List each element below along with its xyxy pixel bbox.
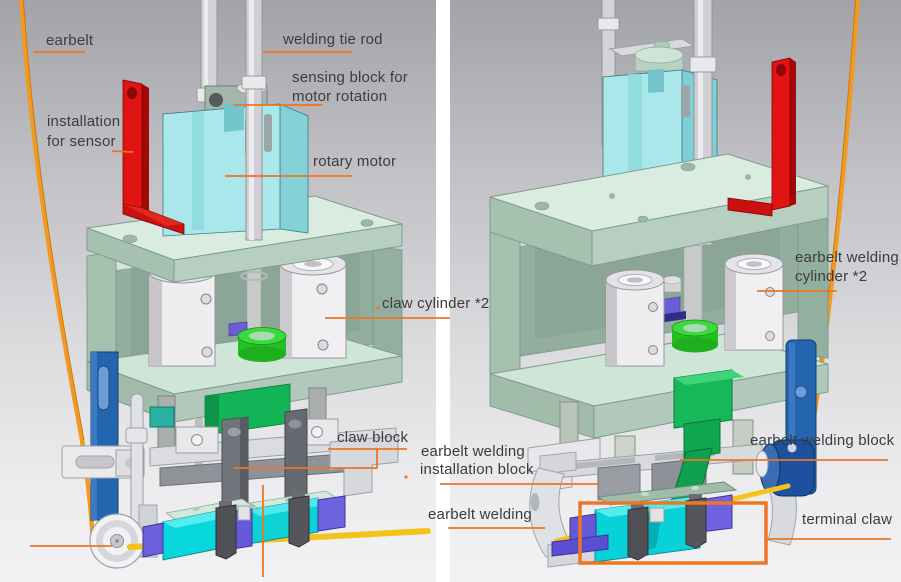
center-shaft [658, 225, 703, 337]
label-terminal-claw: terminal claw [802, 511, 893, 528]
label-earbelt-welding: earbelt welding [428, 506, 532, 523]
label-rotary-motor: rotary motor [313, 153, 397, 170]
label-installation-block-line2: installation block [420, 461, 534, 478]
claw-cylinder-right [279, 252, 347, 359]
rotary-motor [161, 102, 309, 237]
label-claw-cylinder: claw cylinder *2 [382, 295, 490, 312]
left-machine [19, 0, 431, 569]
label-installation-line1: installation [47, 113, 121, 130]
frame-column-left-right [489, 225, 521, 387]
label-claw-block: claw block [337, 429, 409, 446]
motor-cap [634, 46, 684, 72]
feed-motor [755, 439, 815, 497]
sensor-bracket-red-right [727, 57, 796, 217]
label-welding-cylinder-line1: earbelt welding [795, 249, 899, 266]
leader-installation-sensor [111, 150, 134, 153]
label-installation-line2: for sensor [47, 133, 116, 150]
earbelt-line [19, 0, 96, 551]
label-sensing-block-line1: sensing block for [292, 69, 408, 86]
sensor-bracket-red [122, 79, 185, 235]
label-welding-cylinder-line2: cylinder *2 [795, 268, 868, 285]
view-divider [436, 0, 450, 582]
label-welding-tie-rod: welding tie rod [283, 31, 383, 48]
welding-cylinder-left [605, 269, 665, 367]
claw-assembly [149, 408, 399, 517]
welding-tie-rod-front [241, 0, 267, 241]
terminal-assembly-left [142, 490, 346, 561]
label-sensing-block-line2: motor rotation [292, 88, 388, 105]
right-machine [489, 0, 860, 568]
pulley [89, 513, 145, 569]
leader-claw-block [233, 449, 378, 469]
label-welding-block: earbelt welding block [750, 432, 895, 449]
left-side-assembly [61, 351, 158, 558]
label-earbelt: earbelt [46, 32, 94, 49]
label-installation-block-line1: earbelt welding [421, 443, 525, 460]
welding-cylinder-right [724, 253, 784, 351]
green-ring-right [671, 319, 719, 353]
dot-installation-block [404, 475, 408, 479]
dot-claw-cylinder [376, 306, 380, 310]
annotation-leaders [30, 51, 891, 577]
terminal-claw-highlight-box [578, 501, 768, 565]
green-ring [237, 327, 287, 362]
